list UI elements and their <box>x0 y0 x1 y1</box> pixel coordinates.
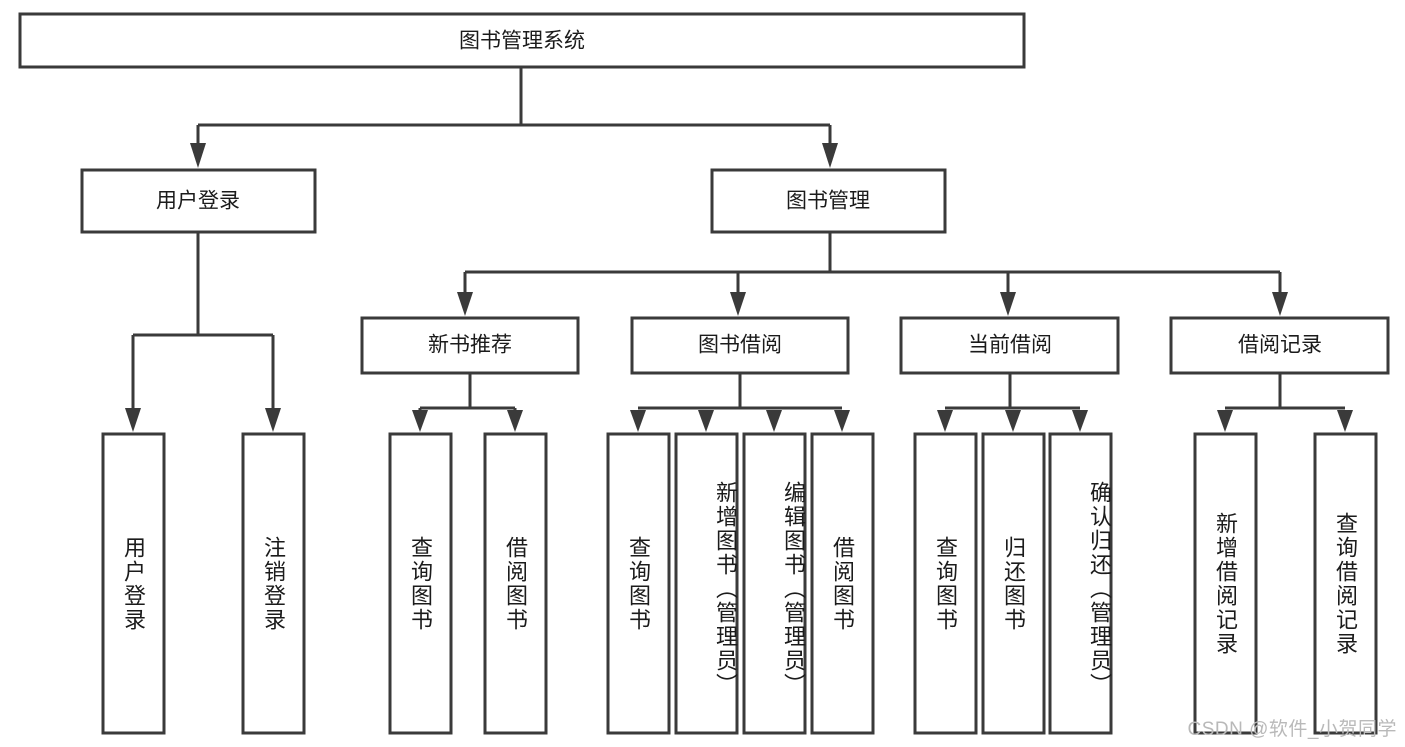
arrow-head-leaf-borrow-book-bor <box>834 410 850 432</box>
arrow-head-leaf-query-borrow-record <box>1337 410 1353 432</box>
connector-group-root <box>190 67 838 168</box>
arrow-head-leaf-query-book-rec <box>412 410 428 432</box>
node-box-leaf-query-book-rec[interactable] <box>388 432 453 735</box>
node-label-leaf-borrow-book-rec: 借阅图书 <box>503 535 529 632</box>
arrow-head-current-borrow <box>1000 292 1016 316</box>
node-label-leaf-return-book: 归还图书 <box>1001 535 1027 632</box>
arrow-head-new-book-recommend <box>457 292 473 316</box>
arrow-head-leaf-add-borrow-record <box>1217 410 1233 432</box>
node-label-leaf-query-borrow-record: 查询借阅记录 <box>1333 511 1359 656</box>
node-label-current-borrow: 当前借阅 <box>968 334 1052 357</box>
node-box-current-borrow[interactable] <box>899 316 1120 375</box>
node-label-leaf-add-book-admin: 新增图书（管理员） <box>713 480 738 697</box>
arrow-head-leaf-user-login <box>125 408 141 432</box>
connector-group-current-borrow <box>937 373 1088 432</box>
node-box-leaf-edit-book-admin[interactable] <box>742 432 807 735</box>
arrow-head-leaf-query-book-cur <box>937 410 953 432</box>
node-label-leaf-edit-book-admin: 编辑图书（管理员） <box>781 480 806 697</box>
node-box-leaf-query-borrow-record[interactable] <box>1313 432 1378 735</box>
node-label-leaf-add-borrow-record: 新增借阅记录 <box>1213 511 1239 656</box>
arrow-head-leaf-logout <box>265 408 281 432</box>
arrow-head-user-login <box>190 143 206 168</box>
arrow-head-leaf-confirm-return-admin <box>1072 410 1088 432</box>
node-box-new-book-recommend[interactable] <box>360 316 580 375</box>
connector-group-book-borrow <box>630 373 850 432</box>
csdn-watermark: CSDN @软件_小贺同学 <box>1187 719 1397 740</box>
node-label-leaf-query-book-cur: 查询图书 <box>933 535 959 632</box>
arrow-head-leaf-add-book-admin <box>698 410 714 432</box>
node-box-leaf-borrow-book-rec[interactable] <box>483 432 548 735</box>
arrow-head-leaf-edit-book-admin <box>766 410 782 432</box>
node-label-leaf-query-book-bor: 查询图书 <box>626 535 652 632</box>
node-box-leaf-confirm-return-admin[interactable] <box>1048 432 1113 735</box>
node-box-leaf-user-login[interactable] <box>101 432 166 735</box>
arrow-head-leaf-borrow-book-rec <box>507 410 523 432</box>
node-label-new-book-recommend: 新书推荐 <box>428 334 512 357</box>
connector-group-book-manage <box>457 232 1288 316</box>
node-box-leaf-add-borrow-record[interactable] <box>1193 432 1258 735</box>
node-box-leaf-borrow-book-bor[interactable] <box>810 432 875 735</box>
node-label-leaf-borrow-book-bor: 借阅图书 <box>830 535 856 632</box>
node-label-borrow-record: 借阅记录 <box>1238 334 1322 357</box>
arrow-head-book-borrow <box>730 292 746 316</box>
node-label-leaf-logout: 注销登录 <box>261 535 287 632</box>
node-box-borrow-record[interactable] <box>1169 316 1390 375</box>
connector-group-new-book-recommend <box>412 373 523 432</box>
node-label-leaf-confirm-return-admin: 确认归还（管理员） <box>1087 480 1112 697</box>
node-box-leaf-query-book-bor[interactable] <box>606 432 671 735</box>
arrow-head-borrow-record <box>1272 292 1288 316</box>
node-box-leaf-return-book[interactable] <box>981 432 1046 735</box>
node-box-leaf-add-book-admin[interactable] <box>674 432 739 735</box>
arrow-head-leaf-query-book-bor <box>630 410 646 432</box>
node-box-root[interactable] <box>18 12 1026 69</box>
node-label-root: 图书管理系统 <box>459 30 585 53</box>
arrow-head-leaf-return-book <box>1005 410 1021 432</box>
node-box-book-borrow[interactable] <box>630 316 850 375</box>
node-box-leaf-logout[interactable] <box>241 432 306 735</box>
connector-group-borrow-record <box>1217 373 1353 432</box>
node-label-book-manage: 图书管理 <box>786 190 870 213</box>
node-label-leaf-query-book-rec: 查询图书 <box>408 535 434 632</box>
node-box-leaf-query-book-cur[interactable] <box>913 432 978 735</box>
connector-group-user-login <box>125 232 281 432</box>
node-box-user-login[interactable] <box>80 168 317 234</box>
node-label-leaf-user-login: 用户登录 <box>121 535 147 632</box>
node-box-book-manage[interactable] <box>710 168 947 234</box>
node-label-book-borrow: 图书借阅 <box>698 334 782 357</box>
node-label-user-login: 用户登录 <box>156 190 240 213</box>
arrow-head-book-manage <box>822 143 838 168</box>
